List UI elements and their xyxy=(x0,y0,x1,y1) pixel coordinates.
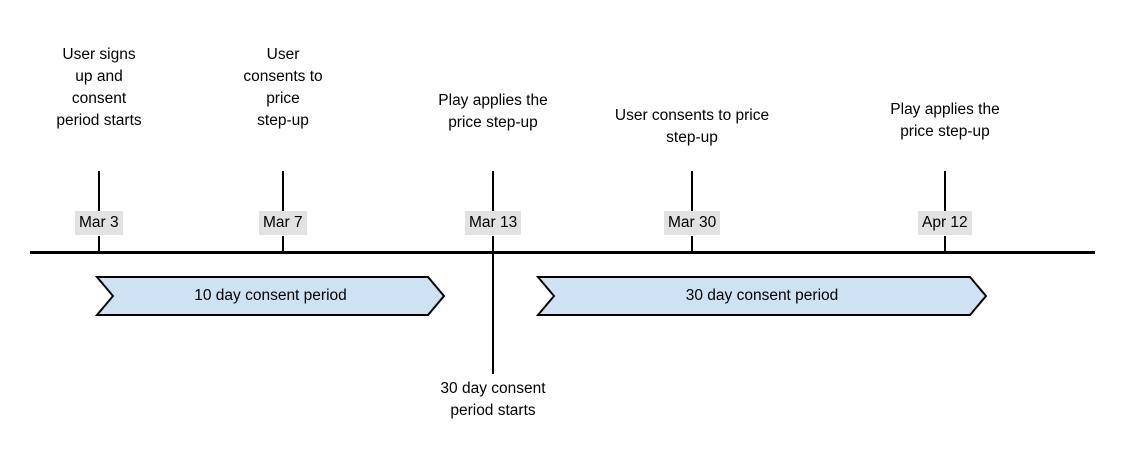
consent-period-banner-thirty-day: 30 day consent period xyxy=(535,276,988,316)
event-tick-stub-apply-1 xyxy=(492,236,494,251)
below-annotation-text: 30 day consent period starts xyxy=(440,380,546,419)
event-tick-consent-2 xyxy=(691,171,693,211)
event-tick-stub-signup xyxy=(98,236,100,251)
date-chip-consent-1: Mar 7 xyxy=(259,211,307,236)
event-tick-stub-apply-2 xyxy=(944,236,946,251)
event-caption-apply-2: Play applies the price step-up xyxy=(890,101,1000,140)
event-caption-consent-1: User consents to price step-up xyxy=(243,46,323,129)
date-chip-consent-2: Mar 30 xyxy=(664,211,721,236)
event-tick-stub-consent-1 xyxy=(282,236,284,251)
event-tick-signup xyxy=(98,171,100,211)
event-tick-consent-1 xyxy=(282,171,284,211)
event-tick-stub-consent-2 xyxy=(691,236,693,251)
event-caption-consent-2: User consents to price step-up xyxy=(614,107,770,146)
banner-chevron-shape xyxy=(535,276,988,316)
timeline-axis xyxy=(30,251,1095,254)
banner-chevron-shape xyxy=(94,276,446,316)
date-chip-signup: Mar 3 xyxy=(75,211,123,236)
event-caption-apply-1: Play applies the price step-up xyxy=(438,92,548,131)
event-tick-apply-1 xyxy=(492,171,494,211)
consent-period-banner-ten-day: 10 day consent period xyxy=(94,276,446,316)
below-annotation-connector xyxy=(492,252,494,374)
event-tick-apply-2 xyxy=(944,171,946,211)
date-chip-apply-2: Apr 12 xyxy=(918,211,972,236)
date-chip-apply-1: Mar 13 xyxy=(465,211,522,236)
event-caption-signup: User signs up and consent period starts xyxy=(56,46,142,129)
